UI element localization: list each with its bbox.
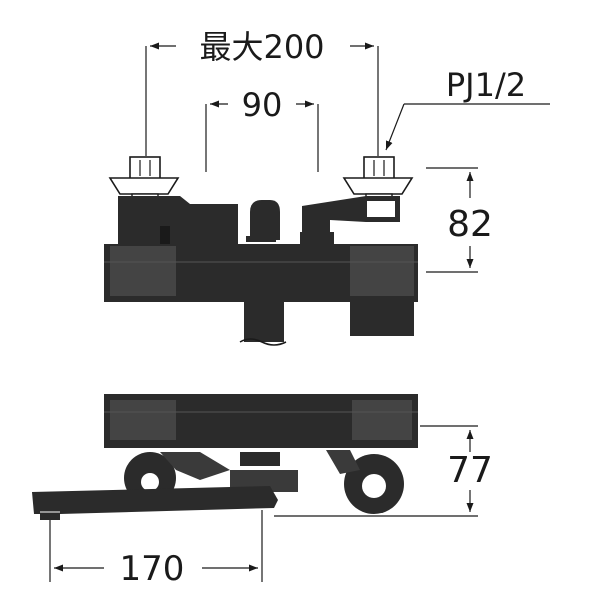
dim-90: 90 <box>205 86 319 172</box>
dim-max-200: 最大200 <box>145 28 379 156</box>
dim-77: 77 <box>274 425 493 517</box>
outlet-pipe <box>239 302 287 346</box>
temperature-handle <box>118 196 238 246</box>
center-cap <box>246 200 280 242</box>
dim-170: 170 <box>49 510 263 589</box>
dim-label-170: 170 <box>120 549 185 589</box>
main-body <box>104 244 418 336</box>
spout <box>32 486 278 520</box>
dim-label-77: 77 <box>447 450 493 491</box>
dim-label-pj: PJ1/2 <box>446 66 526 104</box>
dim-label-82: 82 <box>447 204 493 245</box>
dim-label-90: 90 <box>242 86 283 124</box>
side-view <box>32 394 418 520</box>
dim-pj-thread: PJ1/2 <box>385 66 550 151</box>
side-right-elbow <box>326 450 404 514</box>
dim-82: 82 <box>426 167 493 273</box>
dim-label-max-200: 最大200 <box>199 28 324 66</box>
flow-lever <box>300 196 400 244</box>
front-view <box>104 156 418 346</box>
